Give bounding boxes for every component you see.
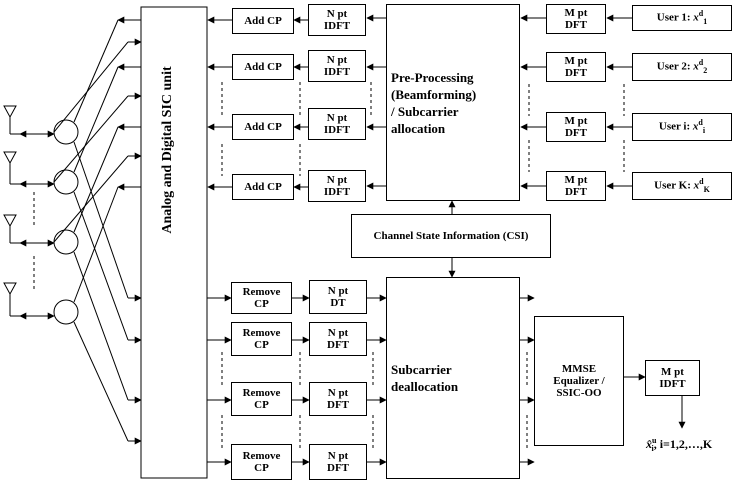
user-k-label: User K: xdK [654,177,710,194]
n-idft-box-k: N pt IDFT [308,170,366,202]
n-dft-box-2: N pt DFT [309,322,367,356]
m-dft-box-i: M pt DFT [546,112,606,142]
n-idft-box-i: N pt IDFT [308,108,366,140]
m-dft-box-2: M pt DFT [546,52,606,82]
subcarrier-deallocation-block: Subcarrier deallocation [386,277,520,479]
remove-cp-box-1: Remove CP [231,282,292,314]
m-dft-box-k: M pt DFT [546,171,606,201]
user-1-label: User 1: xd1 [656,9,708,26]
n-dft-box-1: N pt DT [309,280,367,314]
user-i-label: User i: xdi [658,118,706,135]
remove-cp-box-4: Remove CP [231,444,292,480]
user-2-box: User 2: xd2 [632,53,732,81]
output-label: x̂ui, i=1,2,…,K [646,436,713,454]
n-dft-box-4: N pt DFT [309,444,367,480]
remove-cp-box-2: Remove CP [231,322,292,356]
sic-unit-box [140,6,208,479]
antenna-icons [3,105,17,316]
circulator-icons [53,119,79,325]
user-k-box: User K: xdK [632,172,732,200]
add-cp-box-1: Add CP [232,8,294,34]
user-2-label: User 2: xd2 [656,58,708,75]
m-dft-box-1: M pt DFT [546,4,606,34]
remove-cp-box-3: Remove CP [231,382,292,416]
add-cp-box-k: Add CP [232,174,294,200]
mmse-equalizer-block: MMSE Equalizer / SSIC-OO [534,316,624,446]
n-idft-box-1: N pt IDFT [308,4,366,36]
m-idft-box: M pt IDFT [645,360,700,396]
add-cp-box-i: Add CP [232,114,294,140]
add-cp-box-2: Add CP [232,54,294,80]
n-idft-box-2: N pt IDFT [308,50,366,82]
preprocessing-block: Pre-Processing (Beamforming) / Subcarrie… [386,4,520,201]
user-1-box: User 1: xd1 [632,5,732,31]
sic-unit-label: Analog and Digital SIC unit [160,66,175,234]
csi-block: Channel State Information (CSI) [351,214,551,258]
n-dft-box-3: N pt DFT [309,382,367,416]
user-i-box: User i: xdi [632,113,732,141]
